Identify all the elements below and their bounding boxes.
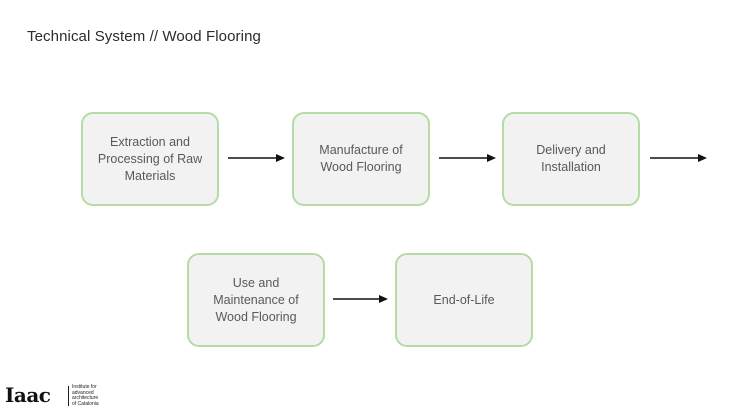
logo-institute-text: Institute for advanced architecture of C… xyxy=(72,384,99,407)
logo-divider xyxy=(68,386,69,406)
arrow-manufacture-to-delivery xyxy=(439,154,496,162)
arrow-use-to-end-of-life xyxy=(333,295,388,303)
step-delivery: Delivery and Installation xyxy=(502,112,640,206)
page-title: Technical System // Wood Flooring xyxy=(27,28,261,45)
step-extraction: Extraction and Processing of Raw Materia… xyxy=(81,112,219,206)
logo-mark: Iaac xyxy=(5,383,51,407)
arrow-delivery-to-next xyxy=(650,154,707,162)
step-end-of-life: End-of-Life xyxy=(395,253,533,347)
arrow-extraction-to-manufacture xyxy=(228,154,285,162)
step-use-maintenance: Use and Maintenance of Wood Flooring xyxy=(187,253,325,347)
step-manufacture: Manufacture of Wood Flooring xyxy=(292,112,430,206)
